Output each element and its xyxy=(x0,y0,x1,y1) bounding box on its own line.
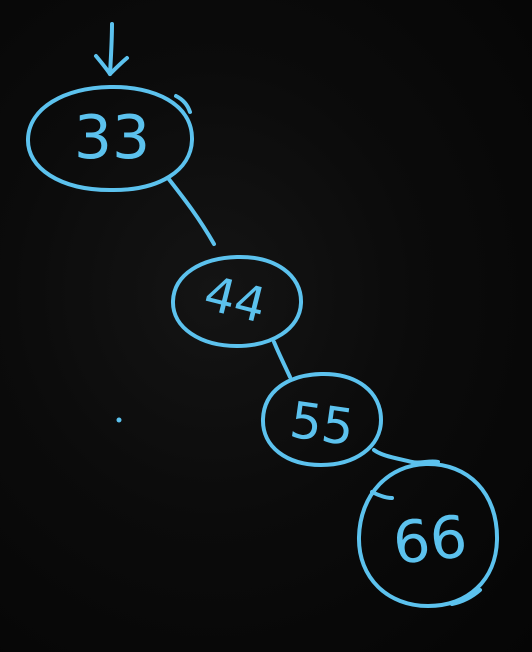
node-circle-overstroke xyxy=(450,588,482,606)
node-label-66: 66 xyxy=(390,502,471,577)
node-circle xyxy=(260,371,383,467)
tree-node-66: 66 xyxy=(356,461,500,608)
node-label-55: 55 xyxy=(286,391,357,457)
node-label-44: 44 xyxy=(199,265,272,334)
node-circle xyxy=(25,84,195,193)
node-circle-overstroke xyxy=(174,94,192,114)
node-circle xyxy=(356,461,500,608)
tree-node-55: 55 xyxy=(260,371,383,467)
node-label-33: 33 xyxy=(74,103,150,173)
tree-node-33: 33 xyxy=(25,84,195,193)
edge-33-44 xyxy=(166,176,216,246)
edge-crossing-mark xyxy=(370,490,394,500)
edge-55-66 xyxy=(372,448,440,465)
tree-node-44: 44 xyxy=(170,254,304,348)
root-pointer-arrow xyxy=(94,22,129,76)
chalk-dust-speck xyxy=(116,417,122,423)
node-circle xyxy=(170,254,304,348)
edge-44-55 xyxy=(272,340,292,379)
